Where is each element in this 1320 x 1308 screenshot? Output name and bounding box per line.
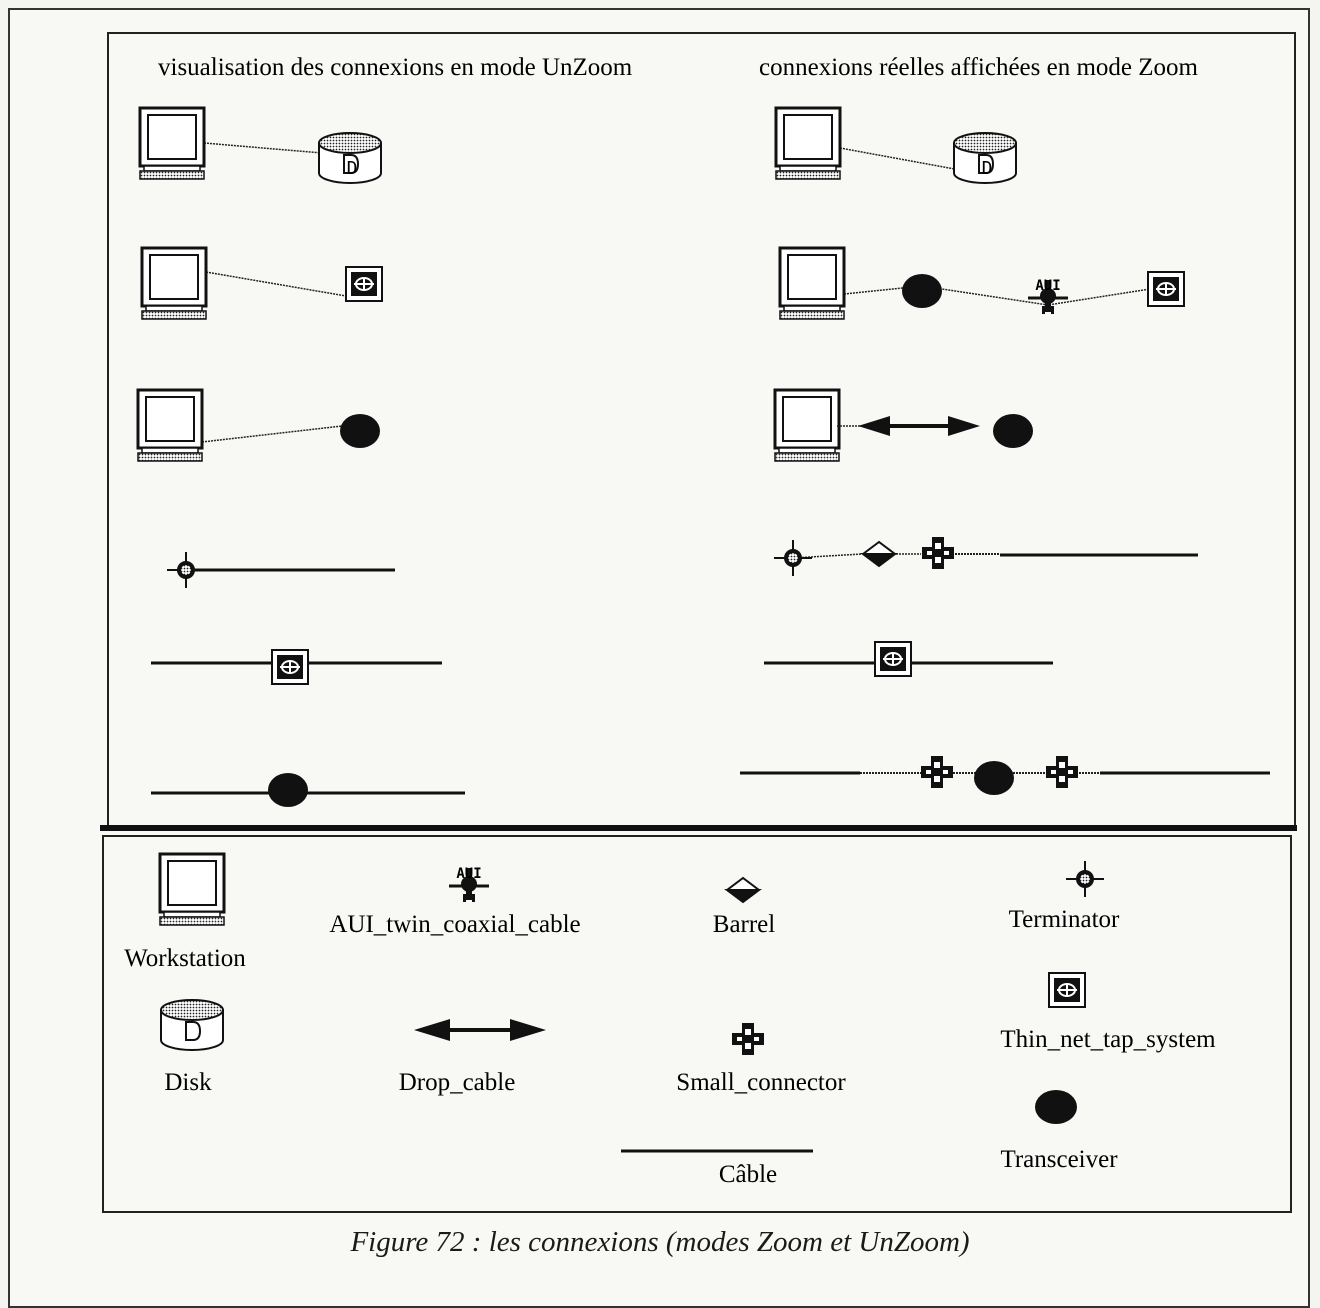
transceiver-icon	[993, 414, 1033, 448]
legend-thin-net: Thin_net_tap_system	[1000, 972, 1216, 1053]
barrel-icon	[862, 541, 896, 567]
top-frame	[107, 32, 1296, 827]
thin-net-tap-icon	[1048, 972, 1086, 1008]
legend-disk: Disk	[160, 999, 224, 1096]
aui-icon: AUI	[1026, 278, 1070, 316]
drop-cable-icon	[858, 416, 980, 436]
legend-label-drop-cable: Drop_cable	[399, 1069, 516, 1096]
legend-workstation: Workstation	[124, 852, 246, 972]
workstation-icon	[138, 106, 206, 181]
legend-aui: AUI AUI_twin_coaxial_cable	[329, 866, 580, 938]
legend-terminator: Terminator	[1009, 860, 1120, 933]
transceiver-icon	[974, 761, 1014, 795]
transceiver-icon	[340, 414, 380, 448]
terminator-icon	[773, 539, 813, 577]
unzoom-row-tap	[140, 246, 383, 321]
small-connector-icon	[1046, 756, 1078, 788]
workstation-icon	[140, 246, 208, 321]
svg-text:AUI: AUI	[456, 866, 481, 882]
legend-label-workstation: Workstation	[124, 945, 246, 972]
unzoom-header: visualisation des connexions en mode UnZ…	[158, 54, 633, 81]
legend-transceiver: Transceiver	[1000, 1090, 1118, 1173]
zoom-header: connexions réelles affichées en mode Zoo…	[759, 54, 1199, 81]
workstation-icon	[136, 388, 204, 463]
legend-label-transceiver: Transceiver	[1000, 1146, 1118, 1173]
disk-icon	[160, 999, 224, 1051]
thin-net-tap-icon	[874, 641, 912, 677]
thin-net-tap-icon	[345, 266, 383, 302]
disk-letter: D	[347, 158, 358, 179]
workstation-icon	[773, 388, 841, 463]
terminator-icon	[1065, 860, 1105, 898]
legend-label-small-connector: Small_connector	[676, 1069, 846, 1096]
legend-label-barrel: Barrel	[713, 911, 776, 938]
small-connector-icon	[732, 1023, 764, 1055]
transceiver-icon	[1035, 1090, 1077, 1124]
legend-label-terminator: Terminator	[1009, 906, 1120, 933]
zoom-row-cable-tap	[764, 641, 1053, 677]
disk-letter: D	[982, 158, 993, 179]
zoom-row-cable-transceiver	[740, 756, 1270, 795]
thin-net-tap-icon	[1147, 271, 1185, 307]
legend-small-connector: Small_connector	[676, 1023, 846, 1096]
legend-label-disk: Disk	[164, 1069, 212, 1096]
zoom-row-terminator	[773, 537, 1198, 577]
figure-caption: Figure 72 : les connexions (modes Zoom e…	[350, 1226, 970, 1258]
legend-label-thin-net: Thin_net_tap_system	[1000, 1026, 1216, 1053]
legend-drop-cable: Drop_cable	[399, 1019, 546, 1096]
small-connector-icon	[922, 537, 954, 569]
workstation-icon	[778, 246, 846, 321]
zoom-row-drop-cable	[773, 388, 1033, 463]
transceiver-icon	[902, 274, 942, 308]
zoom-row-disk	[774, 106, 1017, 184]
svg-text:AUI: AUI	[1035, 278, 1060, 294]
workstation-icon	[158, 852, 226, 927]
transceiver-icon	[268, 773, 308, 807]
terminator-icon	[166, 551, 206, 589]
page-frame	[8, 8, 1310, 1308]
thin-net-tap-icon	[271, 649, 309, 685]
legend-barrel: Barrel	[713, 877, 776, 938]
legend-cable: Câble	[621, 1149, 813, 1188]
workstation-icon	[774, 106, 842, 181]
legend-label-cable: Câble	[719, 1161, 777, 1188]
drop-cable-icon	[414, 1019, 546, 1041]
legend-frame	[102, 835, 1292, 1213]
legend-label-aui: AUI_twin_coaxial_cable	[329, 911, 580, 938]
barrel-icon	[726, 877, 760, 903]
unzoom-row-terminator	[166, 551, 395, 589]
unzoom-row-cable-transceiver	[151, 773, 465, 807]
unzoom-row-disk	[138, 106, 382, 184]
unzoom-row-transceiver	[136, 388, 380, 463]
small-connector-icon	[921, 756, 953, 788]
unzoom-row-cable-tap	[151, 649, 442, 685]
zoom-row-tap: AUI	[778, 246, 1185, 321]
